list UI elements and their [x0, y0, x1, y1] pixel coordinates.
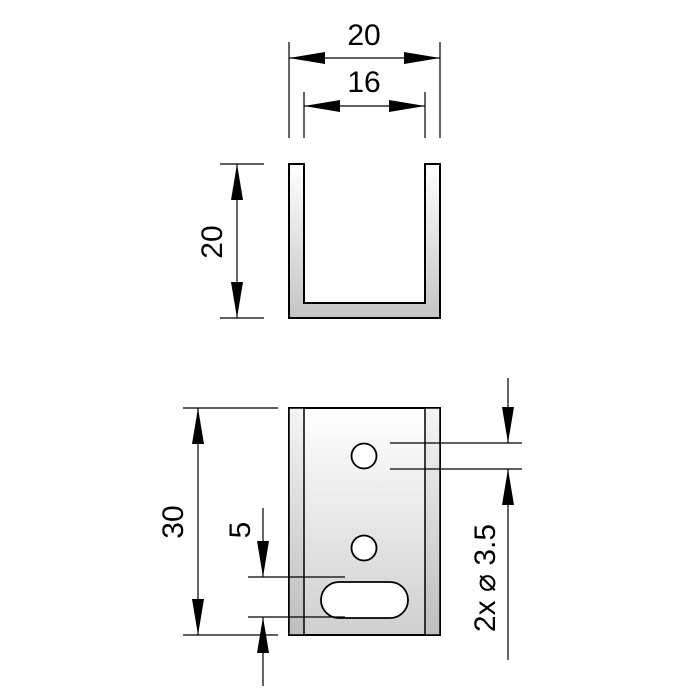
- dim-hole-label: 2x ⌀ 3.5: [469, 524, 502, 632]
- flange-left: [288, 407, 305, 636]
- dim-30-label: 30: [157, 505, 190, 538]
- front-view: 30 5 2x ⌀ 3.5: [157, 378, 522, 686]
- arrow-30-top: [192, 408, 204, 444]
- arrow-height-top: [231, 164, 243, 200]
- arrow-inner-left: [304, 100, 340, 112]
- arrow-height-bottom: [231, 282, 243, 318]
- arrow-5-bottom: [257, 617, 269, 653]
- dim-outer-width-label: 20: [347, 19, 380, 52]
- top-view: 20 16 20: [196, 19, 441, 319]
- dim-height-label: 20: [196, 225, 229, 258]
- flange-right: [424, 407, 441, 636]
- hole-upper: [350, 442, 378, 470]
- arrow-hole-bottom: [502, 469, 514, 505]
- hole-lower: [350, 534, 378, 562]
- dim-5-label: 5: [224, 522, 257, 539]
- arrow-outer-left: [289, 52, 325, 64]
- arrow-30-bottom: [192, 599, 204, 635]
- arrow-hole-top: [502, 407, 514, 443]
- arrow-inner-right: [389, 100, 425, 112]
- arrow-5-top: [257, 541, 269, 577]
- arrow-outer-right: [404, 52, 440, 64]
- u-channel-section: [288, 163, 441, 319]
- slot: [320, 581, 409, 619]
- dim-inner-width-label: 16: [347, 66, 380, 99]
